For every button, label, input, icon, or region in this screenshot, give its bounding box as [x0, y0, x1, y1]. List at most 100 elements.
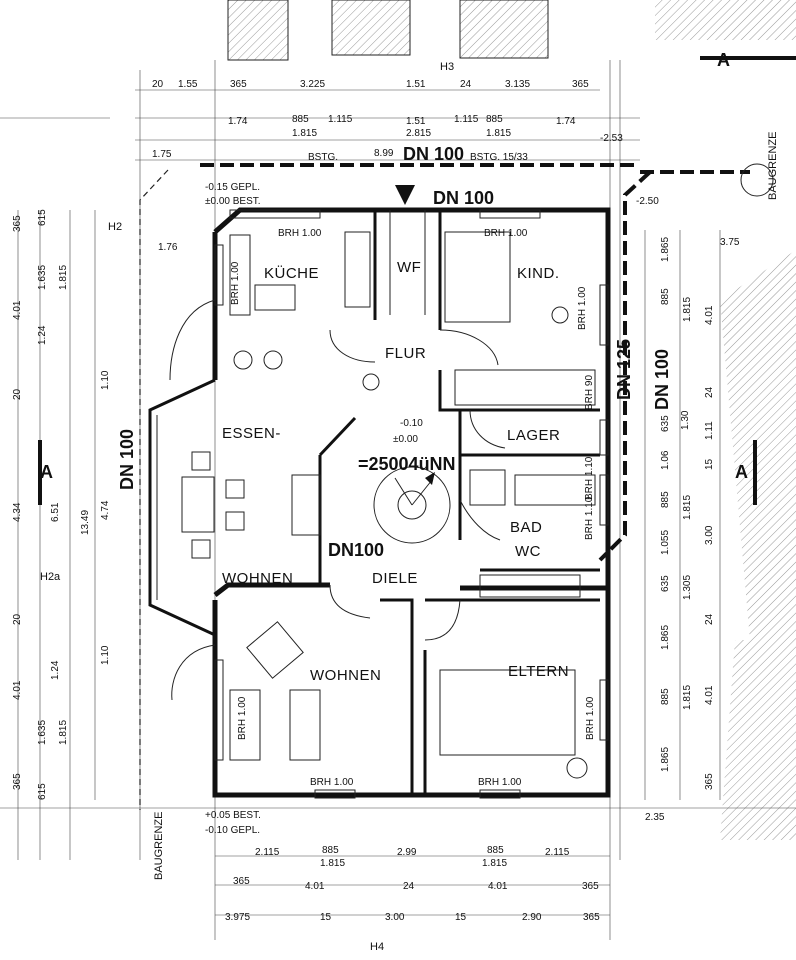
dim-value: 1.815 [320, 858, 345, 869]
dim-value: 3.75 [720, 237, 740, 248]
dim-value: 1.815 [58, 265, 69, 290]
level-top-gepl: -0.15 GEPL. [205, 182, 260, 193]
dim-value: 635 [660, 575, 671, 592]
dim-value: 1.74 [228, 116, 248, 127]
dn100-left: DN 100 [117, 429, 137, 490]
dim-value: 1.865 [660, 237, 671, 262]
brh-wohnen-bot: BRH 1.00 [310, 777, 354, 788]
dim-bottom2: 365 4.01 24 4.01 365 [233, 876, 599, 892]
pipe-lines [139, 163, 750, 810]
bstg-right: BSTG. 15/33 [470, 152, 528, 163]
dim-value: 1.74 [556, 116, 576, 127]
dim-value: 1.11 [704, 421, 715, 440]
dim-value: 4.34 [12, 502, 23, 522]
annotations: H3 H2 H2a H4 A A A BAUGRENZE BAUGRENZE D… [40, 50, 779, 953]
dim-value: 1.10 [100, 370, 111, 390]
room-essen: ESSEN- [222, 425, 281, 442]
baugrenze-right: BAUGRENZE [767, 132, 779, 200]
dim-value: 1.115 [328, 114, 353, 125]
dn125: DN 125 [614, 339, 634, 400]
label-h2: H2 [108, 221, 122, 233]
dim-value: 365 [704, 773, 715, 790]
dim-value: 20 [12, 613, 23, 625]
dim-value: 20 [152, 79, 164, 90]
dim-value: 615 [37, 783, 48, 800]
dim-value: 365 [583, 912, 600, 923]
label-h3: H3 [440, 61, 454, 73]
room-kueche: KÜCHE [264, 264, 319, 282]
door-swings [329, 210, 506, 641]
label-h2a: H2a [40, 571, 61, 583]
stair-label: =25004üNN [358, 454, 456, 474]
bay-window [148, 299, 216, 701]
level-se: 2.35 [645, 812, 665, 823]
dim-value: 365 [572, 79, 589, 90]
level-ne: -2.53 [600, 133, 623, 144]
dim-value: 885 [660, 288, 671, 305]
dim-value: 1.055 [660, 530, 671, 555]
dim-value: 1.51 [406, 79, 426, 90]
dim-value: 365 [12, 215, 23, 232]
dim-value: 1.815 [58, 720, 69, 745]
dim-top3: 1.75 1.76 3.75 [152, 149, 740, 253]
dim-value: 635 [660, 415, 671, 432]
dim-value: 1.75 [152, 149, 172, 160]
dim-value: 1.815 [682, 495, 693, 520]
dim-value: 1.24 [50, 660, 61, 680]
dim-left-outer: 365 615 4.01 1.635 1.815 1.24 20 4.34 6.… [12, 209, 91, 800]
baugrenze-bottom: BAUGRENZE [153, 812, 165, 880]
room-flur: FLUR [385, 345, 426, 362]
dim-value: 1.815 [682, 297, 693, 322]
dim-value: 4.01 [704, 305, 715, 325]
dim-value: 24 [460, 79, 472, 90]
dim-value: 13.49 [80, 510, 91, 535]
room-wc: WC [515, 543, 541, 560]
dim-value: 615 [37, 209, 48, 226]
dim-value: 1.55 [178, 79, 198, 90]
dim-value: 885 [292, 114, 309, 125]
neighbour-hatching [227, 0, 796, 840]
dim-value: 2.99 [397, 847, 417, 858]
dim-value: 885 [660, 688, 671, 705]
dim-value: 1.76 [158, 242, 178, 253]
dim-value: 4.01 [12, 680, 23, 700]
room-wohnen: WOHNEN [310, 667, 381, 684]
dim-value: 15 [320, 912, 332, 923]
brh-eltern-bot: BRH 1.00 [478, 777, 522, 788]
dim-value: 1.305 [682, 575, 693, 600]
dn100-right: DN 100 [652, 349, 672, 410]
dim-right: 1.865 885 1.815 4.01 24 1.30 1.11 635 1.… [660, 237, 715, 790]
dn100-top: DN 100 [433, 188, 494, 208]
dim-value: 365 [582, 881, 599, 892]
room-eltern: ELTERN [508, 663, 569, 680]
room-wohnen-left: WOHNEN [222, 570, 293, 587]
room-bad: BAD [510, 519, 542, 536]
dim-value: 4.01 [488, 881, 508, 892]
bstg-left: BSTG. [308, 152, 338, 163]
dim-value: 1.815 [682, 685, 693, 710]
dim-value: 365 [233, 876, 250, 887]
brh-lager: BRH 1.10 [584, 456, 595, 500]
dim-value: 1.865 [660, 625, 671, 650]
dim-value: 4.01 [12, 300, 23, 320]
windows [214, 209, 609, 799]
level-ne2: -2.50 [636, 196, 659, 207]
section-a-left: A [40, 462, 53, 482]
dim-top2: 1.74 885 1.115 1.51 1.115 885 1.74 1.815… [228, 114, 576, 139]
brh-eltern-side: BRH 1.00 [585, 696, 596, 740]
dim-value: 15 [704, 458, 715, 470]
level-mid1: -0.10 [400, 418, 423, 429]
room-kind: KIND. [517, 265, 560, 282]
dim-value: 885 [322, 845, 339, 856]
dim-value: 1.635 [37, 265, 48, 290]
dim-value: 2.815 [406, 128, 431, 139]
furniture [181, 231, 596, 779]
brh-kitchen-top: BRH 1.00 [278, 228, 322, 239]
dim-value: 365 [12, 773, 23, 790]
dim-value: 3.225 [300, 79, 325, 90]
dn100-header: DN 100 [403, 144, 464, 164]
room-diele: DIELE [372, 570, 418, 587]
level-bot-best: +0.05 BEST. [205, 810, 261, 821]
dim-value: 3.975 [225, 912, 250, 923]
